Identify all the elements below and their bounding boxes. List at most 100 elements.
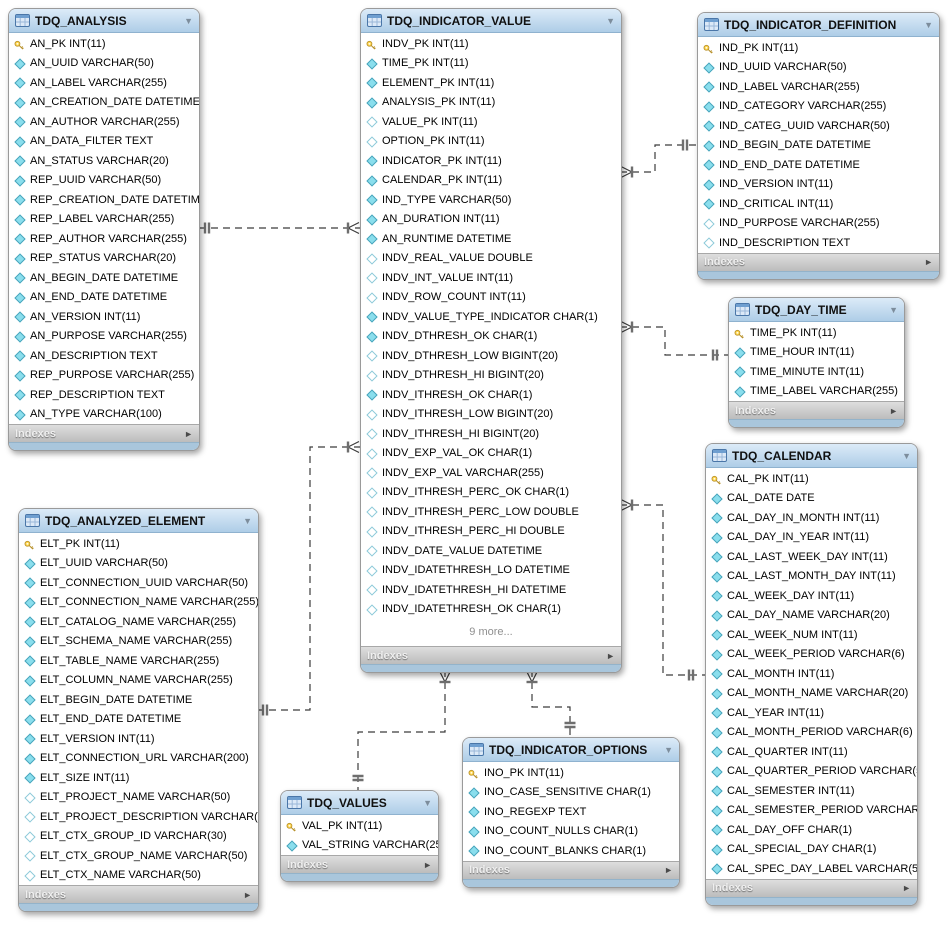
indexes-footer[interactable]: Indexes ► (281, 855, 438, 873)
field-row[interactable]: IND_CRITICAL INT(11) (698, 194, 939, 214)
table-header[interactable]: TDQ_INDICATOR_DEFINITION ▼ (698, 13, 939, 37)
table-header[interactable]: TDQ_VALUES ▼ (281, 791, 438, 815)
field-row[interactable]: REP_STATUS VARCHAR(20) (9, 249, 199, 269)
collapse-arrow-icon[interactable]: ▼ (606, 15, 615, 26)
field-row[interactable]: IND_END_DATE DATETIME (698, 155, 939, 175)
field-row[interactable]: CAL_YEAR INT(11) (706, 703, 917, 723)
field-row[interactable]: AN_AUTHOR VARCHAR(255) (9, 112, 199, 132)
table-tdq-indicator-value[interactable]: TDQ_INDICATOR_VALUE ▼ INDV_PK INT(11)TIM… (360, 8, 622, 673)
field-row[interactable]: INDV_DTHRESH_HI BIGINT(20) (361, 366, 621, 386)
expand-arrow-icon[interactable]: ► (423, 859, 432, 870)
field-row[interactable]: TIME_PK INT(11) (361, 54, 621, 74)
field-row[interactable]: INO_PK INT(11) (463, 763, 679, 783)
field-row[interactable]: ELT_BEGIN_DATE DATETIME (19, 690, 258, 710)
field-row[interactable]: CAL_DAY_NAME VARCHAR(20) (706, 606, 917, 626)
field-row[interactable]: AN_PK INT(11) (9, 34, 199, 54)
field-row[interactable]: CAL_DATE DATE (706, 489, 917, 509)
indexes-footer[interactable]: Indexes ► (698, 252, 939, 271)
field-row[interactable]: ELT_CATALOG_NAME VARCHAR(255) (19, 612, 258, 632)
indexes-footer[interactable]: Indexes ► (463, 860, 679, 879)
field-row[interactable]: INDV_PK INT(11) (361, 34, 621, 54)
table-header[interactable]: TDQ_INDICATOR_OPTIONS ▼ (463, 738, 679, 762)
field-row[interactable]: ELT_CONNECTION_NAME VARCHAR(255) (19, 593, 258, 613)
field-row[interactable]: TIME_LABEL VARCHAR(255) (729, 382, 904, 402)
indexes-footer[interactable]: Indexes ► (9, 424, 199, 442)
field-row[interactable]: CAL_DAY_IN_YEAR INT(11) (706, 528, 917, 548)
field-row[interactable]: INDV_ITHRESH_PERC_LOW DOUBLE (361, 502, 621, 522)
field-row[interactable]: IND_CATEGORY VARCHAR(255) (698, 97, 939, 117)
field-row[interactable]: REP_AUTHOR VARCHAR(255) (9, 229, 199, 249)
field-row[interactable]: ELT_CTX_NAME VARCHAR(50) (19, 866, 258, 886)
table-tdq-day-time[interactable]: TDQ_DAY_TIME ▼ TIME_PK INT(11)TIME_HOUR … (728, 297, 905, 428)
field-row[interactable]: AN_BEGIN_DATE DATETIME (9, 268, 199, 288)
table-tdq-indicator-definition[interactable]: TDQ_INDICATOR_DEFINITION ▼ IND_PK INT(11… (697, 12, 940, 280)
connector-indicator-value-to-indicator-options[interactable] (525, 670, 576, 737)
field-row[interactable]: INO_REGEXP TEXT (463, 802, 679, 822)
connector-indicator-value-to-day-time[interactable] (620, 320, 728, 361)
field-row[interactable]: ELT_SCHEMA_NAME VARCHAR(255) (19, 632, 258, 652)
field-row[interactable]: INDV_INT_VALUE INT(11) (361, 268, 621, 288)
collapse-arrow-icon[interactable]: ▼ (664, 744, 673, 755)
field-row[interactable]: ELT_PROJECT_NAME VARCHAR(50) (19, 788, 258, 808)
field-row[interactable]: CAL_QUARTER_PERIOD VARCHAR(5) (706, 762, 917, 782)
field-row[interactable]: INDV_DTHRESH_LOW BIGINT(20) (361, 346, 621, 366)
field-row[interactable]: CAL_DAY_IN_MONTH INT(11) (706, 508, 917, 528)
field-row[interactable]: CAL_MONTH INT(11) (706, 664, 917, 684)
field-row[interactable]: AN_TYPE VARCHAR(100) (9, 405, 199, 425)
field-row[interactable]: ELT_VERSION INT(11) (19, 729, 258, 749)
field-row[interactable]: IND_VERSION INT(11) (698, 175, 939, 195)
field-row[interactable]: REP_CREATION_DATE DATETIME (9, 190, 199, 210)
field-row[interactable]: INDV_DATE_VALUE DATETIME (361, 541, 621, 561)
field-row[interactable]: AN_UUID VARCHAR(50) (9, 54, 199, 74)
connector-indicator-value-to-values[interactable] (352, 670, 452, 790)
expand-arrow-icon[interactable]: ► (902, 883, 911, 893)
field-row[interactable]: CAL_MONTH_PERIOD VARCHAR(6) (706, 723, 917, 743)
collapse-arrow-icon[interactable]: ▼ (243, 515, 252, 526)
expand-arrow-icon[interactable]: ► (184, 428, 193, 439)
field-row[interactable]: INDV_IDATETHRESH_HI DATETIME (361, 580, 621, 600)
field-row[interactable]: REP_DESCRIPTION TEXT (9, 385, 199, 405)
field-row[interactable]: ELT_PK INT(11) (19, 534, 258, 554)
field-row[interactable]: ELT_CONNECTION_UUID VARCHAR(50) (19, 573, 258, 593)
field-row[interactable]: AN_DESCRIPTION TEXT (9, 346, 199, 366)
field-row[interactable]: ELT_UUID VARCHAR(50) (19, 554, 258, 574)
field-row[interactable]: INDV_ITHRESH_OK CHAR(1) (361, 385, 621, 405)
expand-arrow-icon[interactable]: ► (243, 889, 252, 900)
field-row[interactable]: AN_DURATION INT(11) (361, 210, 621, 230)
field-row[interactable]: IND_LABEL VARCHAR(255) (698, 77, 939, 97)
field-row[interactable]: TIME_MINUTE INT(11) (729, 362, 904, 382)
field-row[interactable]: ELT_END_DATE DATETIME (19, 710, 258, 730)
connector-analysis-to-indicator-value[interactable] (199, 221, 360, 235)
field-row[interactable]: VALUE_PK INT(11) (361, 112, 621, 132)
field-row[interactable]: CALENDAR_PK INT(11) (361, 171, 621, 191)
field-row[interactable]: INDV_ITHRESH_LOW BIGINT(20) (361, 405, 621, 425)
field-row[interactable]: AN_STATUS VARCHAR(20) (9, 151, 199, 171)
table-header[interactable]: TDQ_ANALYZED_ELEMENT ▼ (19, 509, 258, 533)
expand-arrow-icon[interactable]: ► (889, 405, 898, 416)
field-row[interactable]: CAL_QUARTER INT(11) (706, 742, 917, 762)
field-row[interactable]: INO_COUNT_BLANKS CHAR(1) (463, 841, 679, 861)
collapse-arrow-icon[interactable]: ▼ (902, 450, 911, 461)
table-tdq-analysis[interactable]: TDQ_ANALYSIS ▼ AN_PK INT(11)AN_UUID VARC… (8, 8, 200, 451)
field-row[interactable]: AN_END_DATE DATETIME (9, 288, 199, 308)
table-tdq-indicator-options[interactable]: TDQ_INDICATOR_OPTIONS ▼ INO_PK INT(11) IN… (462, 737, 680, 888)
field-row[interactable]: CAL_DAY_OFF CHAR(1) (706, 820, 917, 840)
field-row[interactable]: IND_CATEG_UUID VARCHAR(50) (698, 116, 939, 136)
field-row[interactable]: INDV_DTHRESH_OK CHAR(1) (361, 327, 621, 347)
field-row[interactable]: INDV_VALUE_TYPE_INDICATOR CHAR(1) (361, 307, 621, 327)
field-row[interactable]: CAL_WEEK_NUM INT(11) (706, 625, 917, 645)
field-row[interactable]: ELT_SIZE INT(11) (19, 768, 258, 788)
field-row[interactable]: CAL_WEEK_DAY INT(11) (706, 586, 917, 606)
field-row[interactable]: VAL_STRING VARCHAR(255) (281, 836, 438, 856)
field-row[interactable]: AN_RUNTIME DATETIME (361, 229, 621, 249)
field-row[interactable]: INDV_ITHRESH_PERC_OK CHAR(1) (361, 483, 621, 503)
field-row[interactable]: INDV_ITHRESH_HI BIGINT(20) (361, 424, 621, 444)
indexes-footer[interactable]: Indexes ► (706, 878, 917, 897)
field-row[interactable]: IND_DESCRIPTION TEXT (698, 233, 939, 253)
indexes-footer[interactable]: Indexes ► (361, 646, 621, 664)
expand-arrow-icon[interactable]: ► (606, 650, 615, 661)
field-row[interactable]: AN_VERSION INT(11) (9, 307, 199, 327)
indexes-footer[interactable]: Indexes ► (19, 885, 258, 903)
field-row[interactable]: AN_LABEL VARCHAR(255) (9, 73, 199, 93)
field-row[interactable]: CAL_WEEK_PERIOD VARCHAR(6) (706, 645, 917, 665)
